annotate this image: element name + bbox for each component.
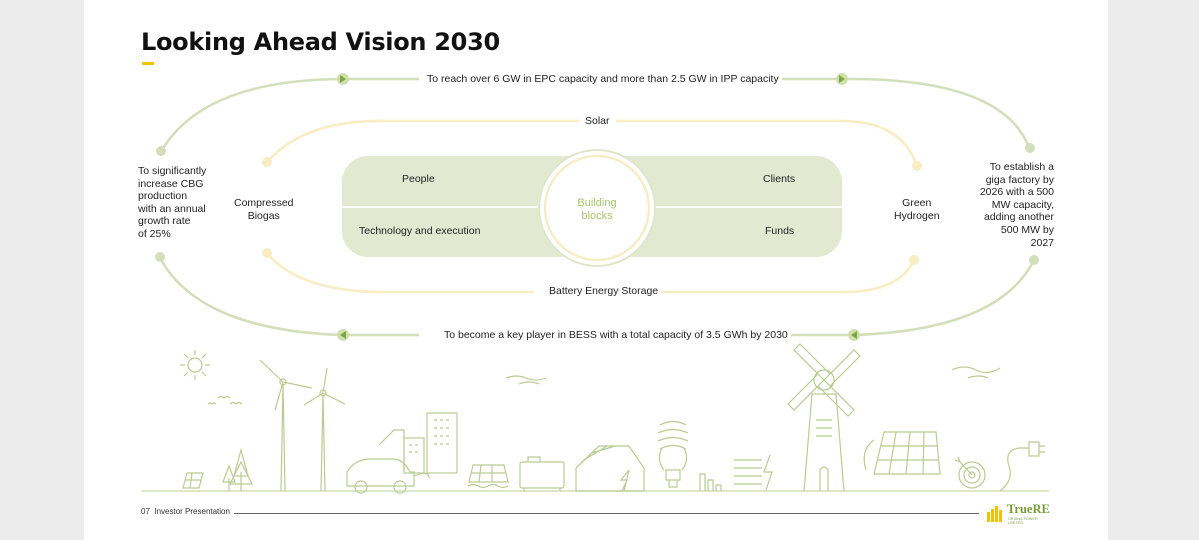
people-label: People — [402, 173, 435, 185]
outer-loop — [158, 77, 1036, 337]
inner-loop — [265, 119, 919, 294]
building-blocks-center: Building blocks — [577, 197, 617, 222]
right-goal-text: To establish a giga factory by 2026 with… — [979, 161, 1054, 249]
footer: 07 Investor Presentation — [141, 507, 230, 516]
footer-divider — [234, 513, 979, 514]
solar-panel-icon — [182, 472, 204, 489]
cloud-icon — [505, 375, 547, 385]
house-solar-icon — [575, 445, 645, 492]
lightning-icon — [734, 454, 773, 491]
wind-turbine-icon — [259, 359, 346, 492]
plug-icon — [999, 441, 1045, 492]
footer-label: Investor Presentation — [154, 507, 230, 516]
funds-label: Funds — [765, 225, 795, 237]
bird-icon — [207, 395, 243, 405]
light-bulb-icon — [657, 420, 689, 488]
target-icon — [954, 456, 986, 489]
tree-icon — [222, 447, 253, 491]
electric-car-icon — [346, 458, 430, 494]
slide: Looking Ahead Vision 2030 — [84, 0, 1108, 540]
technology-execution-label: Technology and execution — [359, 225, 481, 237]
chart-bars-icon — [699, 473, 722, 491]
solar-panel-icon — [863, 431, 941, 475]
page-title: Looking Ahead Vision 2030 — [141, 28, 500, 56]
vision-diagram — [142, 73, 1049, 494]
logo-bars-icon — [987, 506, 1002, 522]
solar-panel-icon — [467, 464, 509, 489]
green-hydrogen-label: Green Hydrogen — [894, 197, 940, 222]
logo-name: TrueRE — [1007, 502, 1050, 516]
factory-icon — [378, 412, 458, 474]
company-logo: TrueRE ORIANA POWER LIMITED — [987, 502, 1053, 525]
windmill-icon — [787, 343, 861, 492]
page-number: 07 — [141, 507, 150, 516]
loop-endpoints — [155, 143, 1039, 265]
left-goal-text: To significantly increase CBG production… — [138, 165, 207, 240]
sun-icon — [180, 350, 210, 380]
battery-icon — [519, 456, 565, 491]
building-blocks-panel — [342, 149, 842, 267]
cloud-icon — [951, 366, 1001, 379]
bottom-goal-label: To become a key player in BESS with a to… — [441, 329, 791, 342]
battery-storage-label: Battery Energy Storage — [546, 285, 662, 298]
compressed-biogas-label: Compressed Biogas — [234, 197, 294, 222]
solar-label: Solar — [582, 115, 613, 128]
logo-tagline: ORIANA POWER LIMITED — [1008, 517, 1038, 525]
clients-label: Clients — [763, 173, 796, 185]
title-accent-bar — [142, 62, 154, 65]
top-goal-label: To reach over 6 GW in EPC capacity and m… — [424, 73, 782, 86]
illustration — [180, 343, 1045, 494]
direction-arrows — [337, 73, 860, 341]
